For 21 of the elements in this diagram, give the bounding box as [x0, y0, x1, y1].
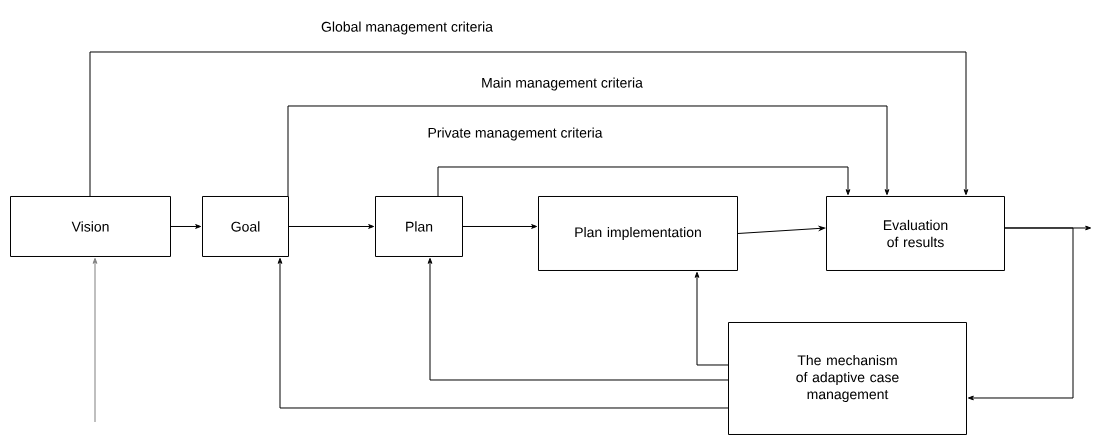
process-box: Plan: [375, 196, 463, 257]
arrow: [427, 257, 729, 381]
arrow: [288, 224, 375, 229]
arrow: [737, 226, 826, 234]
edge-label: Main management criteria: [480, 76, 644, 92]
arrow: [170, 224, 202, 229]
arrow: [277, 257, 729, 409]
process-box: Evaluation of results: [826, 196, 1005, 271]
process-box: Vision: [10, 196, 171, 257]
process-box: Plan implementation: [538, 196, 738, 271]
process-box: Goal: [202, 196, 289, 257]
arrow: [967, 227, 1074, 401]
edge-label: Global management criteria: [320, 20, 494, 36]
arrow: [92, 257, 98, 423]
edge-label: Private management criteria: [426, 126, 604, 142]
arrow: [437, 166, 851, 197]
arrow: [89, 51, 969, 197]
arrow: [462, 224, 538, 229]
arrow: [694, 271, 729, 366]
arrow: [287, 105, 890, 197]
process-box: The mechanism of adaptive case management: [728, 322, 967, 435]
